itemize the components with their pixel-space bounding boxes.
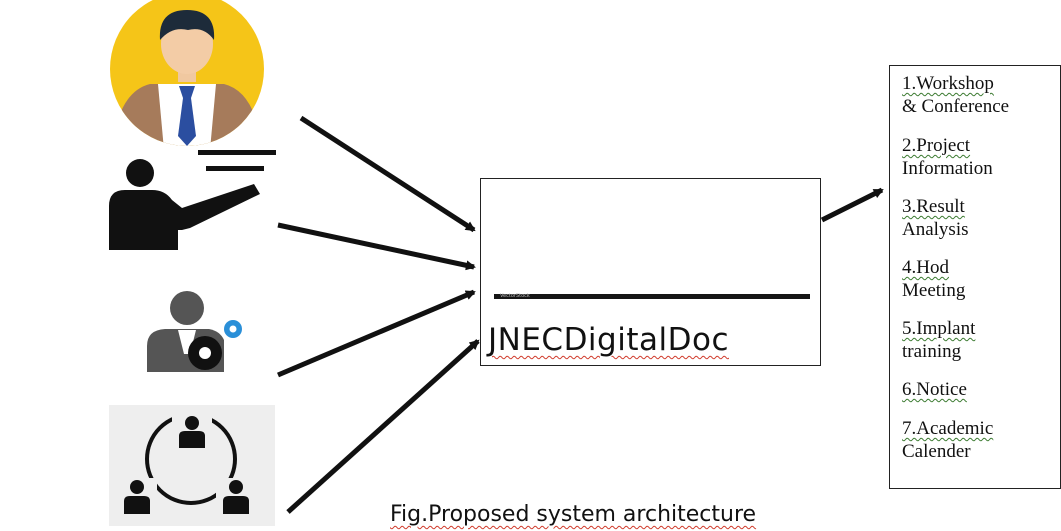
admin-user-gears-icon: [132, 286, 262, 382]
teacher-at-board-icon: [109, 150, 276, 250]
arrow-teacher-to-system: [277, 222, 476, 271]
team-network-icon: [109, 405, 275, 526]
arrow-team-to-system: [286, 339, 480, 514]
arrow-student-to-system: [299, 115, 476, 233]
student-avatar-icon: [110, 0, 264, 146]
watermark-strip: [494, 294, 810, 299]
system-name: JNECDigitalDoc: [488, 322, 729, 358]
module-item-notice: 6.Notice: [902, 379, 967, 400]
arrow-admin-to-system: [277, 289, 476, 378]
system-box: [480, 178, 821, 366]
arrow-system-to-modules: [820, 187, 884, 223]
figure-caption: Fig.Proposed system architecture: [390, 502, 757, 527]
module-item-workshop: 1.Workshop& Conference: [902, 73, 1010, 117]
watermark-text: VectorStock: [500, 293, 530, 299]
